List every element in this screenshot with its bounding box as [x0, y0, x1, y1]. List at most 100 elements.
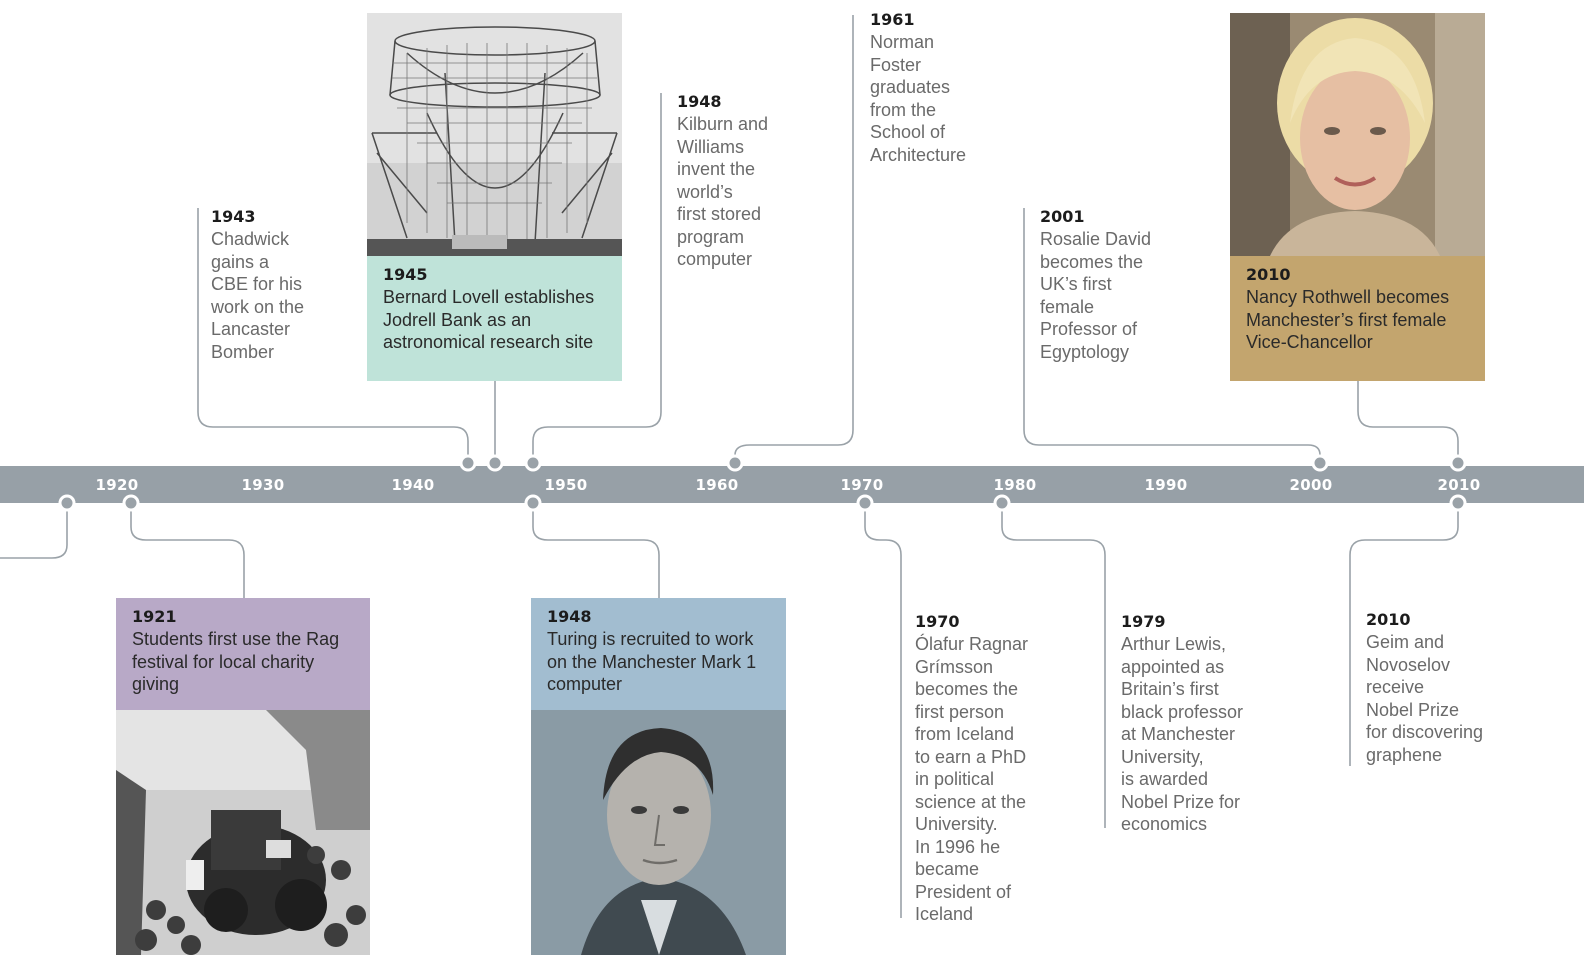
- event-text-line: computer: [677, 249, 753, 269]
- event-text-line: Britain’s first: [1121, 679, 1219, 699]
- event-text-line: President of: [915, 881, 1012, 902]
- alan-turing-portrait-photo: [531, 710, 786, 955]
- event-year: 1979: [1121, 612, 1166, 631]
- event-1970: 1970 Ólafur Ragnar Grímsson becomes the …: [915, 611, 1055, 926]
- event-text-line: CBE for his: [211, 274, 303, 294]
- event-text-line: Professor of: [1040, 319, 1138, 339]
- event-text-line: female: [1040, 296, 1095, 317]
- event-text-line: Arthur Lewis,: [1121, 634, 1227, 654]
- event-text-line: University,: [1121, 746, 1204, 767]
- event-text-line: graduates: [870, 77, 951, 97]
- event-text-line: Chadwick: [211, 229, 290, 249]
- event-year: 1948: [677, 92, 722, 111]
- event-text-line: Lancaster: [211, 319, 291, 339]
- event-1921-box: 1921 Students first use the Rag festival…: [116, 598, 370, 710]
- event-1948-turing-box: 1948 Turing is recruited to work on the …: [531, 598, 786, 710]
- event-text-line: graphene: [1366, 744, 1443, 765]
- event-text-line: Architecture: [870, 144, 967, 165]
- event-text-line: Egyptology: [1040, 341, 1130, 362]
- nancy-rothwell-portrait-photo: [1230, 13, 1485, 256]
- event-text-line: became: [915, 859, 980, 879]
- event-text-line: Nancy Rothwell becomes: [1246, 287, 1450, 307]
- event-text-line: for discovering: [1366, 722, 1484, 742]
- event-text-line: In 1996 he: [915, 836, 1001, 857]
- decade-2000-label: 2000: [1289, 476, 1333, 494]
- event-text-line: Williams: [677, 136, 744, 157]
- event-text-line: Ólafur Ragnar: [915, 634, 1029, 654]
- timeline-band: [0, 466, 1584, 503]
- event-text-line: Students first use the Rag: [132, 629, 340, 649]
- event-text-line: on the Manchester Mark 1: [547, 651, 757, 672]
- event-text-line: Norman: [870, 32, 935, 52]
- event-text-line: Foster: [870, 54, 922, 75]
- event-2001: 2001 Rosalie David becomes the UK’s firs…: [1040, 206, 1180, 363]
- event-text-line: Nobel Prize: [1366, 699, 1460, 720]
- event-text-line: black professor: [1121, 701, 1244, 722]
- event-1979: 1979 Arthur Lewis, appointed as Britain’…: [1121, 611, 1271, 836]
- event-text-line: Manchester’s first female: [1246, 309, 1447, 330]
- event-1948-kilburn: 1948 Kilburn and Williams invent the wor…: [677, 91, 797, 271]
- event-year: 1943: [211, 207, 256, 226]
- event-text-line: Jodrell Bank as an: [383, 309, 532, 330]
- event-text-line: at Manchester: [1121, 724, 1236, 744]
- event-text-line: program: [677, 226, 745, 247]
- event-1943: 1943 Chadwick gains a CBE for his work o…: [211, 206, 331, 363]
- event-text-line: economics: [1121, 814, 1208, 834]
- event-1961: 1961 Norman Foster graduates from the Sc…: [870, 9, 1000, 166]
- event-text-line: computer: [547, 674, 623, 694]
- event-text-line: is awarded: [1121, 769, 1209, 789]
- event-text-line: becomes the: [1040, 251, 1144, 272]
- event-text-line: Grímsson: [915, 656, 994, 677]
- event-2010-graphene: 2010 Geim and Novoselov receive Nobel Pr…: [1366, 609, 1516, 766]
- event-text-line: festival for local charity: [132, 651, 315, 672]
- event-year: 2010: [1366, 610, 1411, 629]
- event-text-line: in political: [915, 769, 995, 789]
- decade-1920-label: 1920: [95, 476, 139, 494]
- event-text-line: science at the: [915, 791, 1027, 812]
- rag-festival-photo: [116, 710, 370, 955]
- decade-1950-label: 1950: [544, 476, 588, 494]
- event-text-line: Rosalie David: [1040, 229, 1152, 249]
- event-text-line: Novoselov: [1366, 654, 1451, 675]
- event-text-line: first person: [915, 701, 1005, 722]
- event-year: 1961: [870, 10, 915, 29]
- event-year: 1921: [132, 607, 177, 626]
- event-text-line: from the: [870, 99, 937, 120]
- decade-1930-label: 1930: [241, 476, 285, 494]
- event-text-line: from Iceland: [915, 724, 1015, 744]
- event-text-line: receive: [1366, 677, 1425, 697]
- event-year: 1970: [915, 612, 960, 631]
- event-year: 2001: [1040, 207, 1085, 226]
- decade-1970-label: 1970: [840, 476, 884, 494]
- event-text-line: UK’s first: [1040, 274, 1112, 294]
- event-2010-rothwell-box: 2010 Nancy Rothwell becomes Manchester’s…: [1230, 256, 1485, 381]
- event-1945-box: 1945 Bernard Lovell establishes Jodrell …: [367, 256, 622, 381]
- decade-1940-label: 1940: [391, 476, 435, 494]
- event-year: 1948: [547, 607, 592, 626]
- event-text-line: appointed as: [1121, 656, 1225, 677]
- event-text-line: University.: [915, 814, 998, 834]
- event-text-line: world’s: [677, 181, 733, 202]
- event-text-line: Nobel Prize for: [1121, 791, 1241, 812]
- event-text-line: becomes the: [915, 679, 1019, 699]
- decade-2010-label: 2010: [1437, 476, 1481, 494]
- event-year: 2010: [1246, 265, 1291, 284]
- event-text-line: to earn a PhD: [915, 746, 1027, 767]
- event-text-line: Vice-Chancellor: [1246, 332, 1373, 352]
- decade-1980-label: 1980: [993, 476, 1037, 494]
- event-text-line: Bomber: [211, 341, 275, 362]
- event-text-line: Turing is recruited to work: [547, 629, 754, 649]
- event-year: 1945: [383, 265, 428, 284]
- event-text-line: first stored: [677, 204, 762, 224]
- event-text-line: giving: [132, 674, 180, 694]
- event-text-line: astronomical research site: [383, 332, 594, 352]
- event-text-line: Iceland: [915, 904, 974, 924]
- event-text-line: Bernard Lovell establishes: [383, 287, 595, 307]
- event-text-line: Kilburn and: [677, 114, 769, 134]
- event-text-line: gains a: [211, 251, 270, 272]
- decade-1960-label: 1960: [695, 476, 739, 494]
- decade-1990-label: 1990: [1144, 476, 1188, 494]
- event-text-line: Geim and: [1366, 632, 1445, 652]
- event-text-line: School of: [870, 122, 946, 142]
